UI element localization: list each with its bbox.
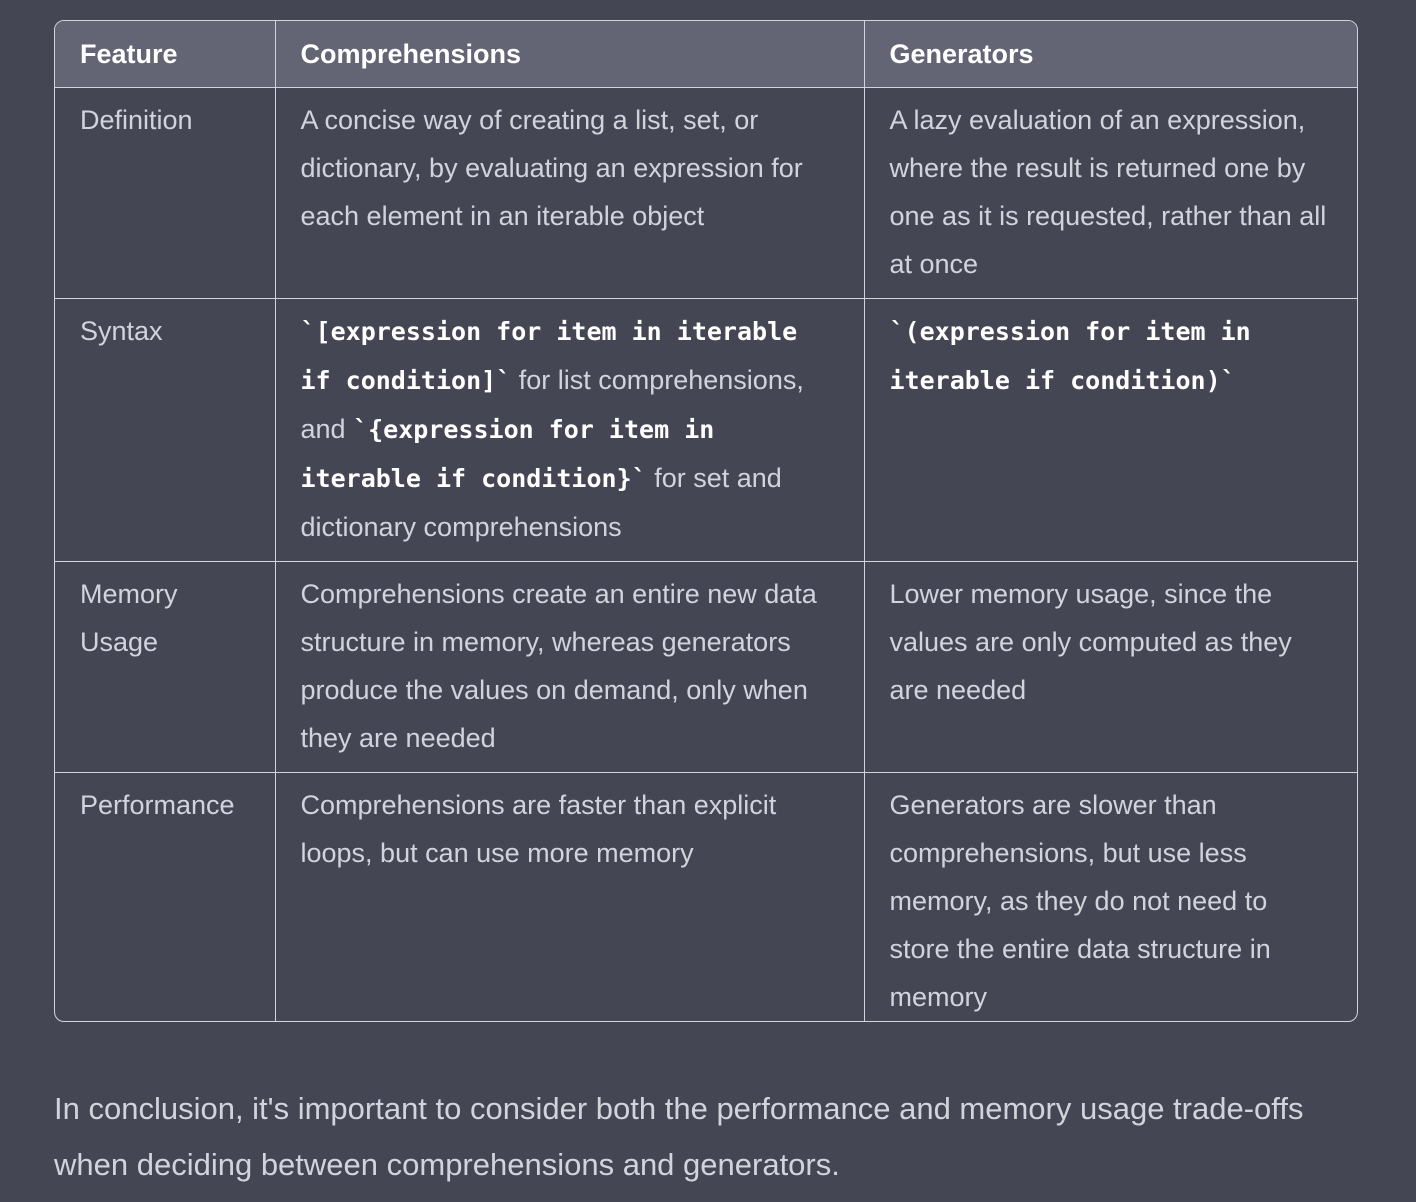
header-comprehensions: Comprehensions [275, 21, 865, 88]
header-generators: Generators [864, 21, 1357, 88]
cell-feature: Definition [55, 87, 276, 299]
cell-comprehensions: `[expression for item in iterable if con… [275, 298, 865, 562]
cell-generators: Generators are slower than comprehension… [889, 790, 1271, 1012]
table-row-memory-usage: Memory Usage Comprehensions create an en… [55, 561, 1357, 773]
cell-comprehensions: Comprehensions are faster than explicit … [275, 772, 865, 1021]
cell-generators: A lazy evaluation of an expression, wher… [864, 87, 1357, 299]
comparison-table: Feature Comprehensions Generators Defini… [54, 20, 1358, 1022]
table-row-performance: Performance Comprehensions are faster th… [55, 772, 1357, 1021]
cell-comprehensions: A concise way of creating a list, set, o… [275, 87, 865, 299]
syntax-text-list: for list comprehensions, and [300, 365, 804, 444]
cell-feature: Memory Usage [55, 561, 276, 773]
table-row-syntax: Syntax `[expression for item in iterable… [55, 298, 1357, 562]
code-set-comprehension: `{expression for item in iterable if con… [300, 415, 715, 493]
cell-comprehensions: Comprehensions create an entire new data… [275, 561, 865, 773]
table-row-definition: Definition A concise way of creating a l… [55, 87, 1357, 299]
table-header: Feature Comprehensions Generators [55, 21, 1357, 88]
header-row: Feature Comprehensions Generators [55, 21, 1357, 88]
conclusion-paragraph: In conclusion, it's important to conside… [54, 1091, 1304, 1182]
cell-feature: Performance [55, 772, 276, 1021]
code-list-comprehension: `[expression for item in iterable if con… [300, 317, 798, 395]
syntax-text-set: for set and dictionary comprehensions [300, 463, 782, 542]
cell-generators: `(expression for item in iterable if con… [864, 298, 1357, 562]
header-feature: Feature [55, 21, 276, 88]
cell-generators: Lower memory usage, since the values are… [864, 561, 1357, 773]
code-generator-expression: `(expression for item in iterable if con… [889, 317, 1251, 395]
cell-feature: Syntax [55, 298, 276, 562]
comparison-table-grid: Feature Comprehensions Generators Defini… [55, 21, 1357, 1021]
table-body: Definition A concise way of creating a l… [55, 87, 1357, 1021]
